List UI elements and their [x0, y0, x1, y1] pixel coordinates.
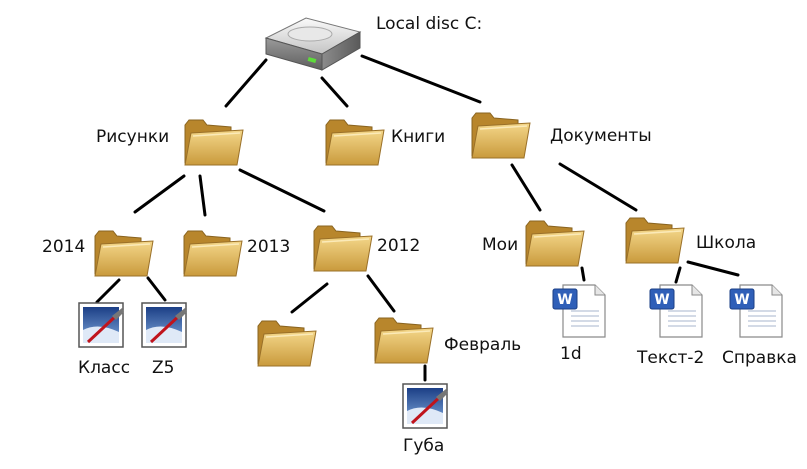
root-label: Local disc C: [376, 14, 483, 34]
edge-2014-klass [95, 278, 121, 304]
folder-2012-icon[interactable] [312, 223, 374, 273]
file-spravka-icon[interactable]: W [728, 283, 784, 339]
edge-mine-1d [580, 266, 586, 282]
folder-school-icon[interactable] [624, 215, 686, 265]
file-klass-icon[interactable] [78, 302, 126, 350]
edge-pictures-2012 [238, 168, 326, 213]
folder-unnamed-icon[interactable] [256, 318, 318, 368]
edge-root-books [320, 76, 349, 108]
folder-february-icon[interactable] [373, 315, 435, 365]
edge-2014-z5 [146, 276, 167, 302]
file-text2-label: Текст-2 [637, 348, 705, 368]
edge-2012-unnamed [290, 282, 329, 314]
edge-documents-mine [510, 163, 542, 212]
folder-school-label: Школа [696, 233, 757, 253]
edge-school-spravka [686, 260, 740, 277]
file-guba-label: Губа [403, 436, 445, 456]
folder-mine-label: Мои [482, 235, 519, 255]
svg-text:W: W [734, 292, 749, 308]
folder-mine-icon[interactable] [524, 218, 586, 268]
folder-2014-label: 2014 [42, 237, 86, 257]
folder-2013-label: 2013 [247, 237, 291, 257]
file-1d-label: 1d [560, 344, 582, 364]
svg-text:W: W [654, 292, 669, 308]
folder-books-icon[interactable] [324, 117, 386, 167]
edge-pictures-2013 [198, 174, 207, 217]
edge-2012-february [366, 274, 396, 313]
folder-documents-icon[interactable] [470, 110, 532, 160]
folder-pictures-label: Рисунки [96, 127, 170, 147]
edge-root-documents [360, 54, 482, 104]
folder-books-label: Книги [391, 127, 446, 147]
file-z5-icon[interactable] [141, 302, 189, 350]
folder-pictures-icon[interactable] [183, 117, 245, 167]
edge-documents-school [558, 162, 638, 212]
edge-pictures-2014 [133, 174, 186, 214]
file-text2-icon[interactable]: W [648, 283, 704, 339]
edge-root-pictures [224, 58, 268, 108]
edge-school-text2 [674, 266, 682, 284]
folder-documents-label: Документы [550, 126, 652, 146]
file-1d-icon[interactable]: W [551, 283, 607, 339]
folder-2012-label: 2012 [377, 236, 421, 256]
folder-february-label: Февраль [444, 335, 522, 355]
file-klass-label: Класс [78, 358, 131, 378]
svg-text:W: W [557, 292, 572, 308]
folder-2013-icon[interactable] [182, 228, 244, 278]
file-z5-label: Z5 [152, 358, 175, 378]
file-spravka-label: Справка [722, 348, 797, 368]
folder-2014-icon[interactable] [93, 228, 155, 278]
file-guba-icon[interactable] [402, 383, 450, 431]
hard-drive-icon[interactable] [262, 10, 364, 74]
